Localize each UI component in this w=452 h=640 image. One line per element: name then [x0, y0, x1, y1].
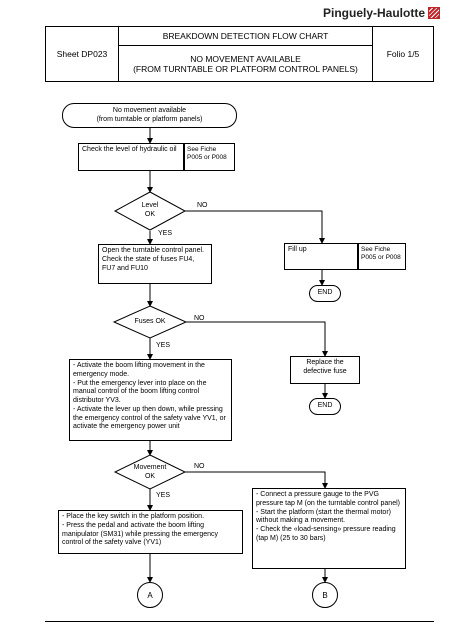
replace-fuse-line-1: Replace the: [306, 359, 344, 366]
end-terminal-2: END: [309, 398, 341, 415]
arrow-movement-no: [185, 471, 328, 489]
pressure-gauge-box: - Connect a pressure gauge to the PVG pr…: [252, 488, 406, 569]
header-table: Sheet DP023 BREAKDOWN DETECTION FLOW CHA…: [45, 26, 434, 82]
check-oil-box: Check the level of hydraulic oil: [78, 143, 184, 171]
start-terminal: No movement available (from turntable or…: [62, 103, 237, 128]
subtitle-line-1: NO MOVEMENT AVAILABLE: [190, 53, 301, 64]
start-line-2: (from turntable or platform panels): [96, 115, 203, 123]
decision-movement-label: Movement OK: [120, 462, 180, 484]
folio-number: Folio 1/5: [372, 26, 434, 82]
footer-divider: [45, 621, 434, 622]
brand-name: Pinguely-Haulotte: [322, 6, 425, 20]
end-terminal-1: END: [309, 285, 341, 302]
no-label-movement: NO: [194, 463, 205, 470]
fill-up-box: Fill up: [284, 243, 358, 270]
replace-fuse-box: Replace the defective fuse: [290, 356, 360, 384]
open-panel-box: Open the turntable control panel. Check …: [98, 244, 212, 284]
brand-mark-icon: [428, 7, 440, 19]
decision-level-line-1: Level: [141, 202, 159, 210]
arrow-level-no: [185, 210, 325, 244]
decision-movement-diamond: [113, 454, 187, 490]
connector-b: B: [312, 582, 338, 608]
decision-movement-line-1: Movement: [133, 464, 167, 472]
ref-p005-p008-box-a: See Fiche P005 or P008: [184, 143, 235, 171]
place-key-box: - Place the key switch in the platform p…: [58, 510, 243, 554]
ref-p005-p008-box-b: See Fiche P005 or P008: [358, 243, 406, 270]
connector-a: A: [137, 582, 163, 608]
yes-label-fuses: YES: [156, 342, 171, 349]
brand-logo: Pinguely-Haulotte: [323, 6, 440, 20]
replace-fuse-line-2: defective fuse: [303, 367, 347, 375]
decision-fuses-label: Fuses OK: [134, 317, 166, 325]
no-label-fuses: NO: [194, 315, 205, 322]
activate-boom-box: - Activate the boom lifting movement in …: [69, 359, 232, 441]
yes-label-movement: YES: [156, 492, 171, 499]
decision-level-diamond: [113, 191, 187, 231]
no-label-level: NO: [197, 202, 208, 209]
start-line-1: No movement available: [112, 107, 187, 115]
subtitle-line-2: (FROM TURNTABLE OR PLATFORM CONTROL PANE…: [133, 63, 358, 74]
decision-fuses-diamond: [112, 305, 188, 339]
chart-subtitle: NO MOVEMENT AVAILABLE (FROM TURNTABLE OR…: [118, 45, 373, 82]
decision-level-line-2: OK: [144, 211, 156, 218]
decision-movement-line-2: OK: [144, 473, 156, 480]
yes-label-level: YES: [158, 230, 173, 237]
decision-level-label: Level OK: [120, 200, 180, 222]
arrow-fuses-no: [186, 321, 328, 357]
